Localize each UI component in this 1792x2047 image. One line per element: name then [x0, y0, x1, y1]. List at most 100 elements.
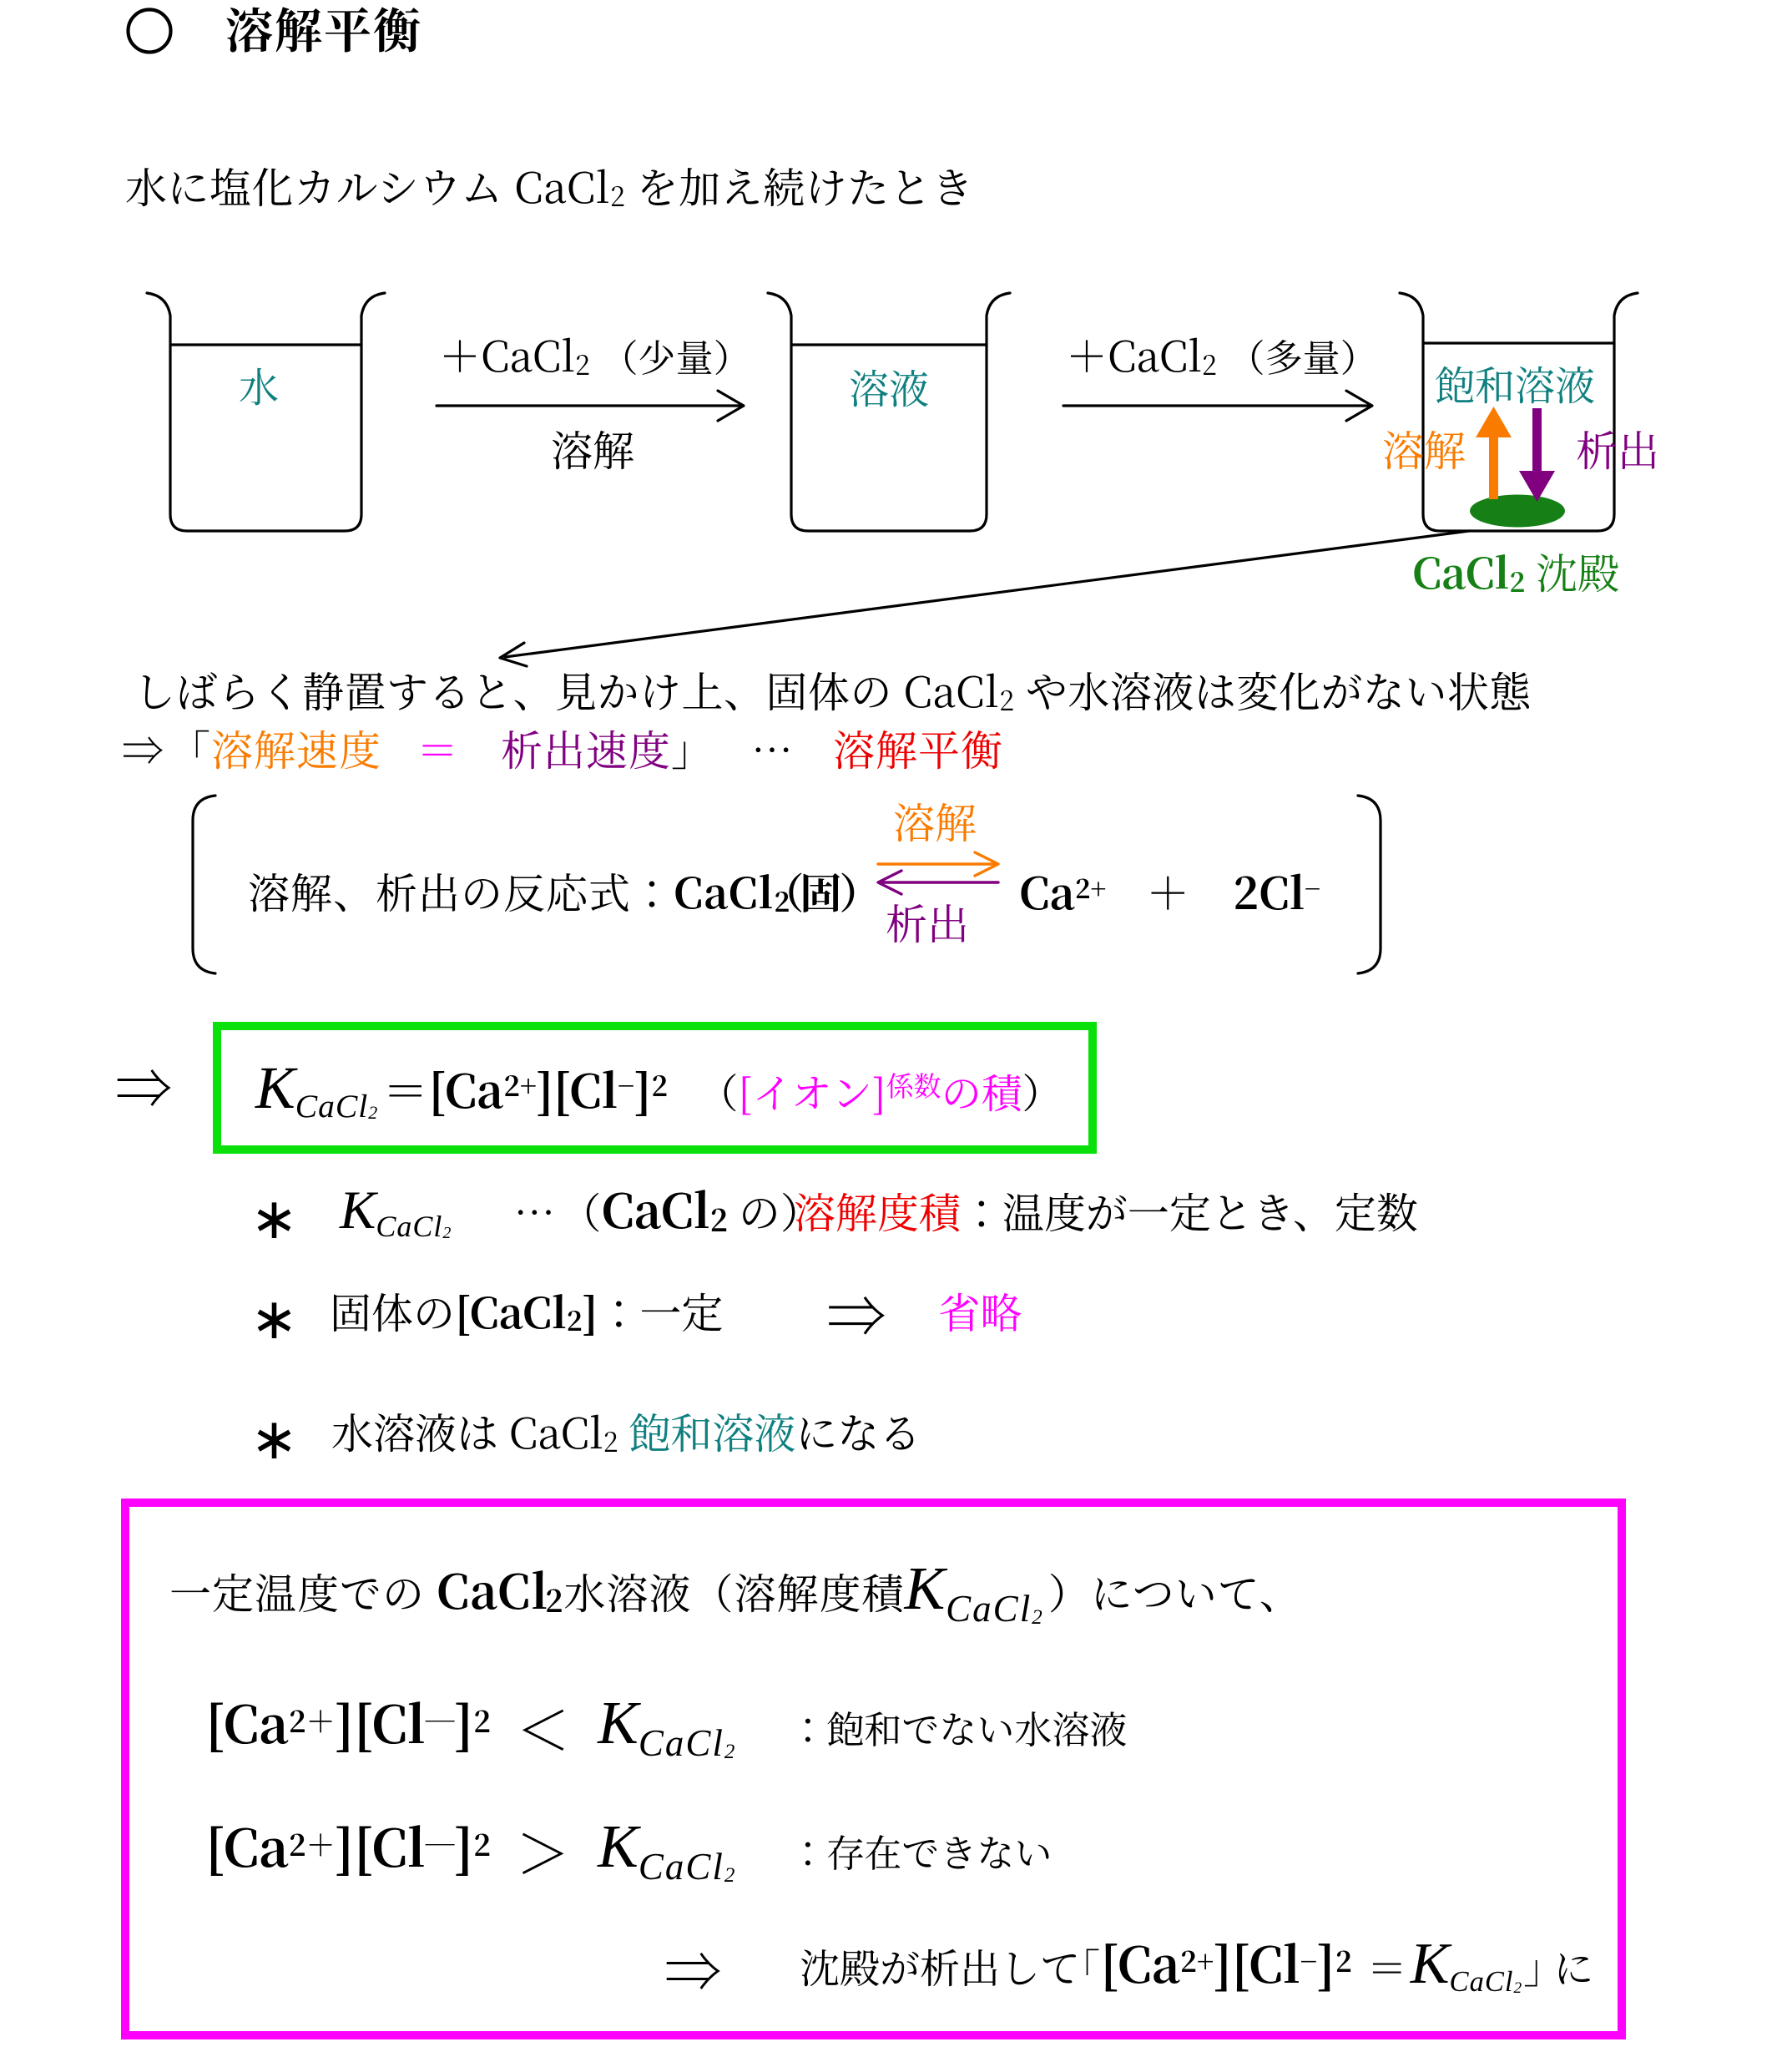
box-line-conclusion-seg7: 2 [1335, 1939, 1352, 1981]
box-line-cannot-exist-seg8: CaCl [638, 1846, 724, 1888]
box-line-conclusion-seg3: 2+ [1180, 1939, 1214, 1981]
box-line-unsaturated-seg2: ][Cl [335, 1686, 426, 1758]
box-line-cannot-exist-seg4: ] [454, 1809, 474, 1882]
box-line-unsaturated-seg9: 2 [724, 1741, 735, 1763]
box-line-intro-seg1: CaCl [436, 1556, 549, 1623]
note-solid-constant-seg5: ：一定 [598, 1280, 724, 1341]
note-solid-constant-seg6: ⇒ [826, 1270, 886, 1355]
beaker3-dissolve-label: 溶解 [1382, 427, 1466, 469]
box-line-unsaturated: [Ca2＋][Cl─]2＜KCaCl2：飽和でない水溶液 [205, 1692, 1127, 1762]
beaker3-precipitate-label-seg0: 析出 [1576, 418, 1659, 478]
beaker1-label-seg0: 水 [239, 356, 280, 413]
box-line-intro-seg2: 2 [545, 1579, 564, 1622]
solubility-product-box [213, 1022, 1097, 1154]
title-bullet-circle-icon [126, 8, 173, 54]
box-line-intro-seg6: 2 [1032, 1606, 1043, 1629]
box-line-cannot-exist-seg9: 2 [724, 1864, 735, 1887]
equilibrium-line-seg0: ⇒ [122, 718, 164, 778]
k-expression-seg10: （ [698, 1061, 739, 1120]
step-arrow-2 [1062, 389, 1374, 422]
arrow1-label-bottom-seg0: 溶解 [551, 418, 634, 478]
note-solid-constant: ∗固体の[CaCl2]：一定⇒省略 [250, 1283, 1022, 1343]
beaker3-label: 飽和溶液 [1435, 363, 1595, 403]
reaction-line-seg2: 2 [774, 881, 791, 920]
box-line-conclusion-seg1: 沈殿が析出して｢ [800, 1937, 1101, 1994]
beaker2-label: 溶液 [849, 366, 929, 407]
box-line-unsaturated-seg7: K [598, 1689, 639, 1756]
note-solubility-product-seg3: 2 [442, 1224, 452, 1242]
arrow2-label-top: ＋CaCl2 （多量） [1066, 333, 1378, 377]
note-solubility-product-seg4: … [513, 1180, 556, 1241]
box-line-conclusion-seg5: − [1300, 1939, 1318, 1981]
note-solubility-product-seg5: （ [559, 1180, 602, 1241]
box-line-conclusion-seg0: ⇒ [664, 1927, 722, 2009]
note-solubility-product: ∗KCaCl2…（CaCl2 の）溶解度積：温度が一定とき、定数 [250, 1184, 1418, 1243]
arrow1-label-top-seg2: 2 [574, 344, 590, 383]
sediment-label-seg0: CaCl [1412, 541, 1510, 601]
note-saturated-seg4 [618, 1410, 629, 1452]
note-solubility-product-seg10: ：温度が一定とき、定数 [960, 1180, 1418, 1241]
k-expression-seg5: 2+ [503, 1065, 537, 1105]
reaction-rhs-seg2: ＋ [1146, 859, 1190, 922]
box-line-unsaturated-seg8: CaCl [638, 1722, 724, 1765]
note-solubility-product-seg6: CaCl [601, 1175, 710, 1242]
saturation-cases-box [121, 1499, 1626, 2039]
note-solid-constant-seg2: [CaCl [454, 1280, 567, 1341]
arrow2-label-top-seg3 [1217, 333, 1228, 375]
box-line-cannot-exist-seg2: ][Cl [335, 1809, 426, 1882]
box-line-unsaturated-seg3: ─ [425, 1699, 455, 1741]
box-line-cannot-exist-seg1: 2＋ [288, 1822, 336, 1865]
note-solid-constant-seg4: ] [582, 1280, 598, 1341]
precipitate-down-arrow [1519, 408, 1555, 502]
box-line-intro-seg7: ）について、 [1047, 1561, 1302, 1621]
arrow1-label-top-seg1: CaCl [481, 324, 575, 384]
k-expression-seg11: [イオン] [738, 1061, 886, 1120]
equilibrium-line-seg3: ＝ [416, 718, 459, 778]
k-expression-seg13: の積 [941, 1061, 1022, 1120]
beaker3-label-seg0: 飽和溶液 [1435, 354, 1596, 412]
reaction-rhs: Ca2+＋2Cl− [1019, 869, 1320, 912]
settle-line-seg1: CaCl [903, 660, 1000, 720]
reaction-rhs-seg0: Ca [1019, 859, 1075, 922]
sediment-ellipse [1470, 494, 1565, 528]
beaker2-label-seg0: 溶液 [849, 357, 930, 415]
reaction-precipitate-label: 析出 [886, 901, 969, 943]
box-line-unsaturated-seg4: ] [454, 1686, 474, 1758]
reaction-precipitate-label-seg0: 析出 [886, 892, 969, 952]
implies-k-seg0: ⇒ [115, 1044, 173, 1125]
implies-k: ⇒ [115, 1057, 172, 1114]
arrow2-label-top-seg0: ＋ [1066, 324, 1108, 384]
beaker1-outline [145, 291, 386, 533]
arrow1-label-top: ＋CaCl2 （少量） [439, 333, 751, 377]
k-expression-seg6: ][Cl [536, 1055, 618, 1121]
k-expression-seg3: ＝ [382, 1055, 429, 1121]
reaction-line: 溶解、析出の反応式：CaCl2（固） [248, 870, 881, 914]
k-expression-seg0: K [255, 1055, 295, 1121]
k-expression-seg4: [Ca [428, 1055, 504, 1121]
note-solubility-product-seg8: の） [728, 1180, 822, 1241]
box-line-cannot-exist-seg6: ＞ [516, 1810, 571, 1889]
reaction-rhs-seg4: − [1305, 867, 1320, 906]
note-saturated-seg6: になる [795, 1400, 921, 1461]
note-solubility-product-seg0: ∗ [250, 1174, 298, 1256]
sediment-label-seg2 [1525, 550, 1536, 592]
beaker3-outline [1398, 291, 1639, 533]
reaction-line-seg0: 溶解、析出の反応式： [248, 861, 674, 921]
k-expression-seg14: ） [1022, 1061, 1063, 1120]
box-line-intro: 一定温度での CaCl2水溶液（溶解度積KCaCl2）について、 [169, 1558, 1302, 1628]
reaction-rhs-seg3: 2Cl [1233, 859, 1305, 922]
box-line-conclusion-seg12: ｣ に [1523, 1937, 1594, 1994]
note-saturated: ∗水溶液は CaCl2 飽和溶液になる [250, 1407, 921, 1463]
page-title: 溶解平衡 [225, 0, 422, 62]
reaction-line-seg5: ） [839, 861, 882, 921]
reaction-line-seg3: （ [762, 861, 805, 921]
box-line-unsaturated-seg10: ：飽和でない水溶液 [789, 1700, 1128, 1754]
box-line-intro-seg3: 水溶液（溶解度積 [563, 1561, 905, 1621]
equilibrium-forward-arrow [876, 851, 1000, 877]
beaker2-outline [766, 291, 1012, 533]
k-expression-seg1: CaCl [295, 1088, 369, 1125]
note-solid-constant-seg7: 省略 [938, 1280, 1022, 1341]
arrow2-label-top-seg1: CaCl [1108, 324, 1202, 384]
box-line-unsaturated-seg1: 2＋ [288, 1699, 336, 1741]
